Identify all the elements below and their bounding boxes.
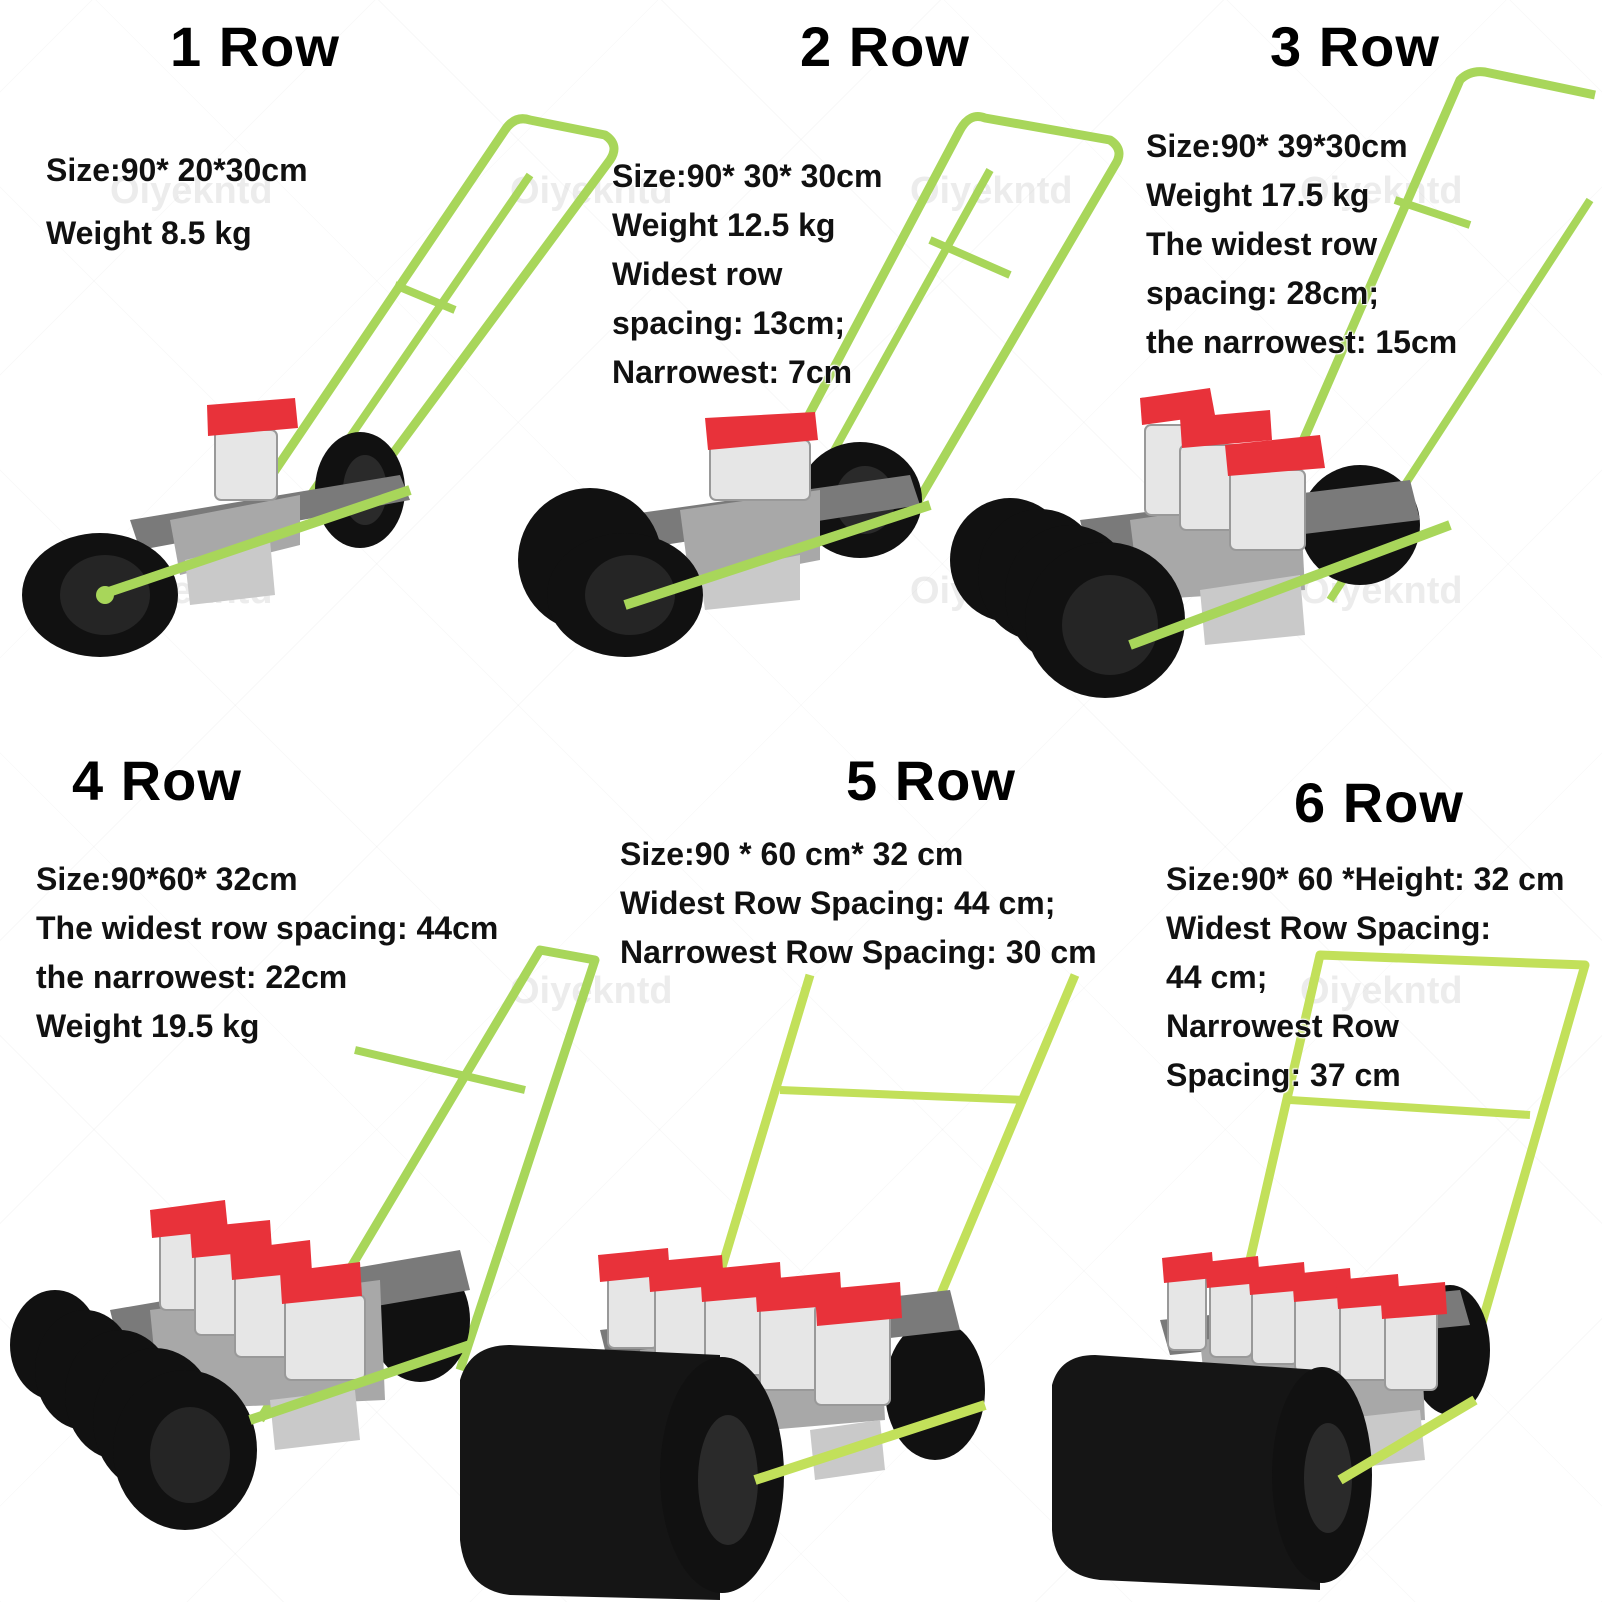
panel-title-2-row: 2 Row — [800, 15, 970, 78]
spec-line: Weight 8.5 kg — [46, 215, 252, 251]
spec-line: Widest Row Spacing: — [1166, 910, 1492, 946]
spec-line: Weight 17.5 kg — [1146, 177, 1370, 213]
panel-title-5-row: 5 Row — [846, 749, 1016, 812]
spec-line: Size:90* 20*30cm — [46, 152, 308, 188]
spec-line: The widest row — [1146, 226, 1378, 262]
spec-line: Size:90*60* 32cm — [36, 861, 298, 897]
spec-line: Weight 19.5 kg — [36, 1008, 260, 1044]
spec-line: Size:90 * 60 cm* 32 cm — [620, 836, 964, 872]
spec-line: Size:90* 39*30cm — [1146, 128, 1408, 164]
seeder-2-row-image — [518, 112, 1124, 657]
spec-line: Weight 12.5 kg — [612, 207, 836, 243]
specs-5-row: Size:90 * 60 cm* 32 cm Widest Row Spacin… — [620, 830, 1097, 977]
panel-title-4-row: 4 Row — [72, 749, 242, 812]
spec-line: Size:90* 30* 30cm — [612, 158, 883, 194]
spec-line: Narrowest Row Spacing: 30 cm — [620, 934, 1097, 970]
specs-6-row: Size:90* 60 *Height: 32 cm Widest Row Sp… — [1166, 855, 1564, 1100]
specs-3-row: Size:90* 39*30cm Weight 17.5 kg The wide… — [1146, 122, 1457, 367]
specs-1-row: Size:90* 20*30cm Weight 8.5 kg — [46, 146, 308, 258]
panel-title-3-row: 3 Row — [1270, 15, 1440, 78]
spec-line: The widest row spacing: 44cm — [36, 910, 499, 946]
panel-title-1-row: 1 Row — [170, 15, 340, 78]
seeder-3-row-image — [950, 67, 1596, 698]
seeder-1-row-image — [22, 114, 619, 657]
spec-line: the narrowest: 15cm — [1146, 324, 1458, 360]
seeder-4-row-image — [10, 945, 600, 1530]
spec-line: spacing: 13cm; — [612, 305, 845, 341]
spec-line: Narrowest: 7cm — [612, 354, 853, 390]
spec-line: spacing: 28cm; — [1146, 275, 1379, 311]
spec-line: Narrowest Row — [1166, 1008, 1399, 1044]
specs-2-row: Size:90* 30* 30cm Weight 12.5 kg Widest … — [612, 152, 882, 397]
spec-line: 44 cm; — [1166, 959, 1268, 995]
specs-4-row: Size:90*60* 32cm The widest row spacing:… — [36, 855, 498, 1051]
panel-title-6-row: 6 Row — [1294, 771, 1464, 834]
spec-line: Size:90* 60 *Height: 32 cm — [1166, 861, 1565, 897]
spec-line: Spacing: 37 cm — [1166, 1057, 1401, 1093]
spec-line: Widest Row Spacing: 44 cm; — [620, 885, 1056, 921]
spec-line: the narrowest: 22cm — [36, 959, 348, 995]
spec-line: Widest row — [612, 256, 783, 292]
